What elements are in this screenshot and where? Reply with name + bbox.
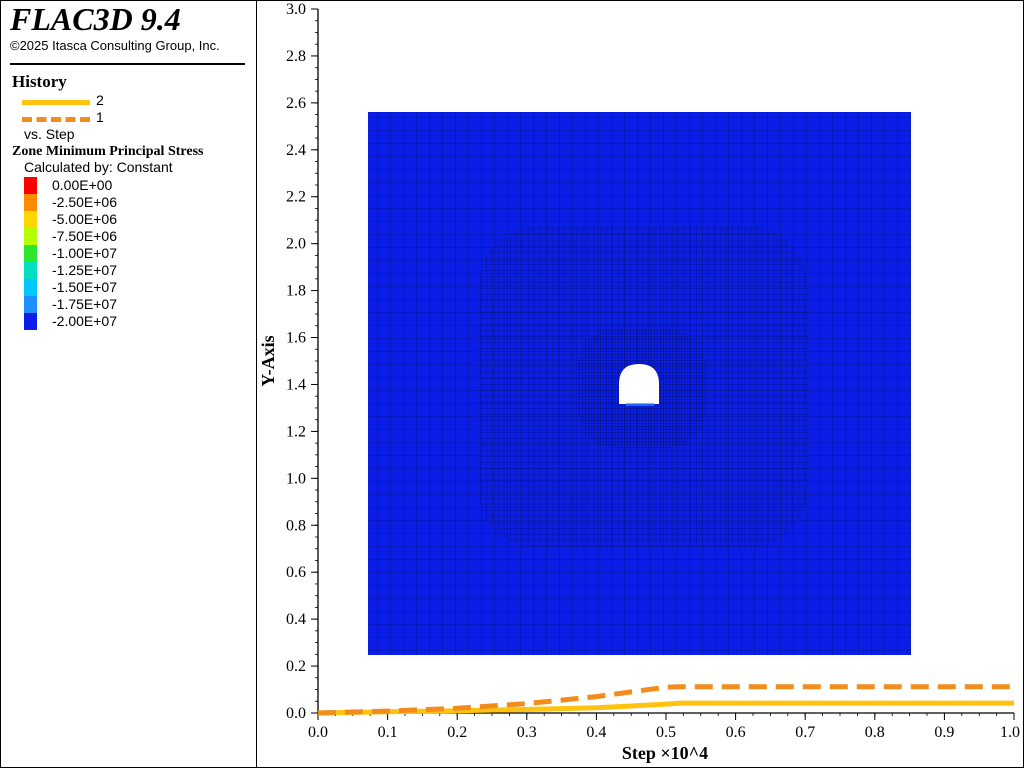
x-axis-ticks: 0.0 0.1 0.2 0.3 0.4 0.5 0.6 0.7 0.8 0.9 1.0 [308, 713, 1020, 741]
copyright-text: ©2025 Itasca Consulting Group, Inc. [10, 38, 220, 53]
y-tick-label: 2.2 [286, 189, 306, 206]
y-tick-label: 2.4 [286, 142, 306, 159]
x-tick-label: 0.7 [795, 724, 815, 741]
legend-value: -1.75E+07 [52, 296, 117, 312]
calculated-by-label: Calculated by: Constant [24, 159, 173, 175]
title-rule [10, 63, 245, 65]
y-tick-label: 0.0 [286, 705, 306, 722]
y-tick-label: 3.0 [286, 1, 306, 18]
model-mesh-view [368, 112, 911, 655]
y-tick-label: 2.8 [286, 48, 306, 65]
legend-value: -1.25E+07 [52, 262, 117, 278]
contour-heading: Zone Minimum Principal Stress [12, 144, 204, 159]
x-tick-label: 0.0 [308, 724, 328, 741]
y-tick-label: 2.0 [286, 236, 306, 253]
y-tick-label: 1.2 [286, 423, 306, 440]
history-1-label: 1 [96, 109, 104, 125]
legend-swatch [24, 262, 37, 279]
y-axis-title: Y-Axis [258, 335, 278, 386]
legend-value: -2.00E+07 [52, 313, 117, 329]
vs-step-label: vs. Step [24, 126, 75, 142]
legend-swatch [24, 228, 37, 245]
legend-value: -5.00E+06 [52, 211, 117, 227]
legend-swatch [24, 296, 37, 313]
y-tick-label: 0.8 [286, 517, 306, 534]
history-1-line-swatch [22, 117, 90, 122]
tunnel-floor-stress [626, 403, 654, 406]
tunnel-opening [619, 364, 659, 404]
y-tick-label: 1.6 [286, 330, 306, 347]
x-tick-label: 0.2 [447, 724, 467, 741]
x-tick-label: 0.6 [726, 724, 746, 741]
y-tick-label: 1.8 [286, 283, 306, 300]
history-1-line [317, 684, 1014, 716]
legend-value: -2.50E+06 [52, 194, 117, 210]
legend-swatch [24, 245, 37, 262]
x-tick-label: 0.4 [586, 724, 606, 741]
history-2-line-swatch [22, 100, 90, 105]
x-axis-title: Step ×10^4 [622, 743, 708, 763]
history-heading: History [12, 72, 67, 91]
y-tick-label: 0.6 [286, 564, 306, 581]
history-2-line [317, 700, 1014, 716]
x-tick-label: 0.9 [934, 724, 954, 741]
x-tick-label: 0.3 [517, 724, 537, 741]
legend-swatch [24, 211, 37, 228]
x-tick-label: 0.1 [378, 724, 398, 741]
legend-swatch [24, 279, 37, 296]
y-axis-ticks: 0.0 0.2 0.4 0.6 0.8 1.0 1.2 1.4 1.6 1.8 2.0 2.2 2.4 2… [286, 1, 318, 722]
y-tick-label: 1.0 [286, 470, 306, 487]
x-tick-label: 0.5 [656, 724, 676, 741]
panel-divider [256, 0, 257, 768]
x-tick-label: 0.8 [865, 724, 885, 741]
legend-value: -7.50E+06 [52, 228, 117, 244]
legend-value: 0.00E+00 [52, 177, 113, 193]
history-series [317, 684, 1014, 716]
y-tick-label: 1.4 [286, 376, 306, 393]
x-tick-label: 1.0 [1000, 724, 1020, 741]
app-title: FLAC3D 9.4 [10, 1, 181, 37]
legend-value: -1.50E+07 [52, 279, 117, 295]
y-tick-label: 0.4 [286, 611, 306, 628]
legend-value: -1.00E+07 [52, 245, 117, 261]
y-tick-label: 2.6 [286, 95, 306, 112]
legend-swatch [24, 194, 37, 211]
y-minor-ticks [315, 8, 318, 714]
history-2-label: 2 [96, 92, 104, 108]
y-tick-label: 0.2 [286, 658, 306, 675]
legend-swatch [24, 177, 37, 194]
legend-swatch [24, 313, 37, 330]
